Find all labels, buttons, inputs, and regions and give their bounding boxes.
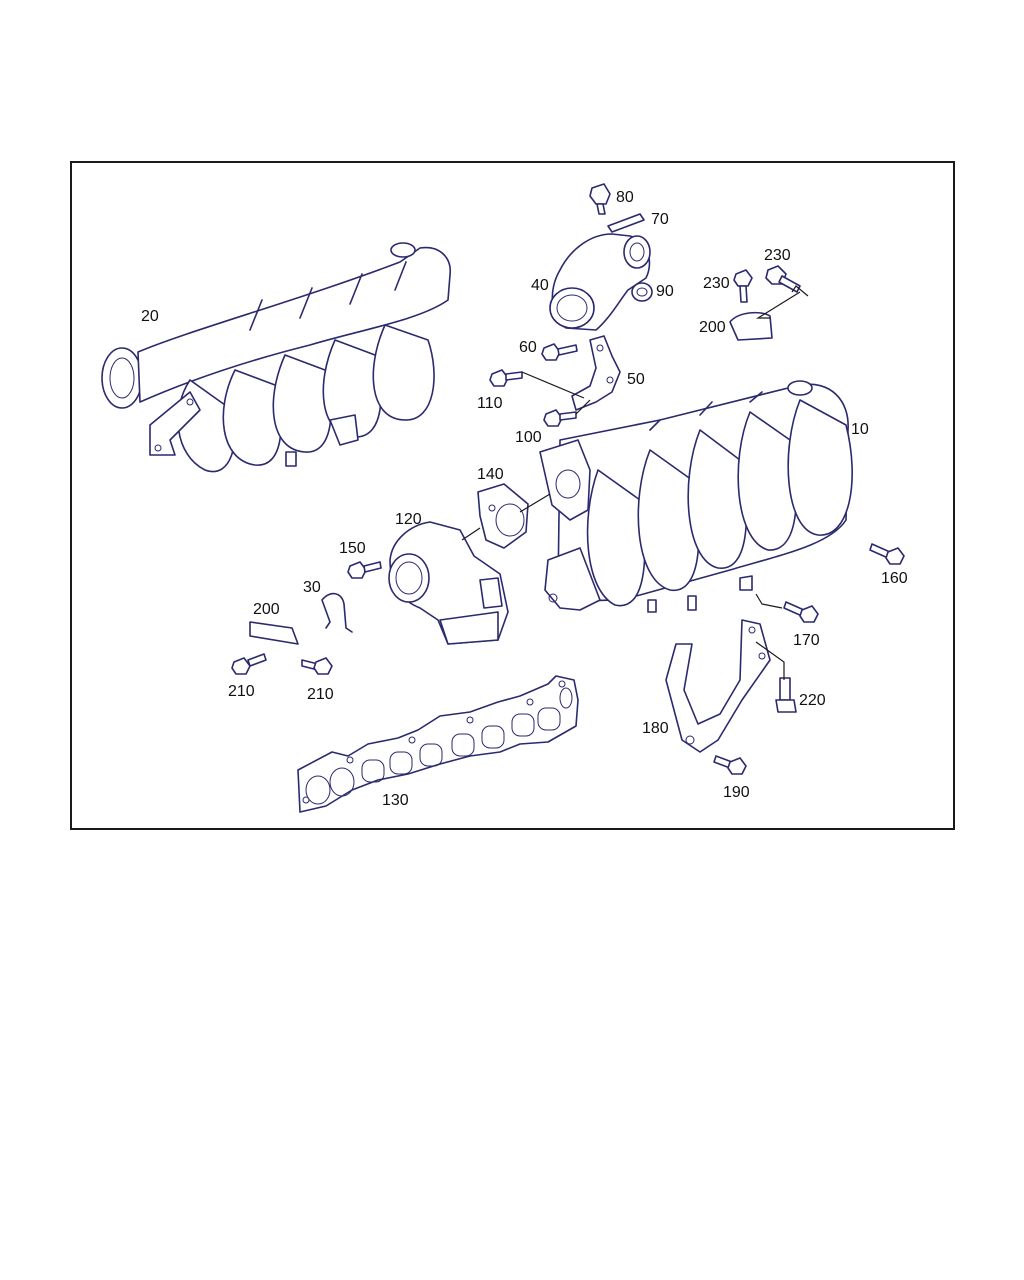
part-140-gasket [477,483,529,549]
label-180: 180 [642,720,669,737]
label-20: 20 [141,308,159,325]
part-210-bolt-a [231,653,267,675]
callout-labels: 20 80 70 40 90 230 230 200 60 50 110 100… [141,189,908,809]
part-200-clamp-upper [729,311,773,341]
part-100-bolt [543,409,577,427]
leader-lines [461,285,809,680]
label-220: 220 [799,692,826,709]
label-200-upper: 200 [699,319,726,336]
part-90-plug [631,282,653,302]
diagram-frame [70,161,955,830]
part-230-bolt-a [733,269,753,303]
part-130-manifold-gasket [297,675,579,813]
label-80: 80 [616,189,634,206]
label-110: 110 [477,395,503,412]
part-190-bolt [713,755,747,775]
label-190: 190 [723,784,750,801]
label-140: 140 [477,466,504,483]
label-50: 50 [627,371,645,388]
label-40: 40 [531,277,549,294]
label-130: 130 [382,792,409,809]
part-20-intake-manifold-left [101,242,451,473]
label-10: 10 [851,421,869,438]
part-40-intake-elbow [549,233,651,331]
part-160-bolt [869,543,905,565]
label-120: 120 [395,511,422,528]
part-50-bracket [571,335,621,411]
label-230-top: 230 [764,247,791,264]
label-170: 170 [793,632,820,649]
part-80-bolt [589,183,611,215]
part-70-seal [607,213,645,233]
label-230-left: 230 [703,275,730,292]
label-210-right: 210 [307,686,334,703]
label-70: 70 [651,211,669,228]
part-210-bolt-b [301,657,333,675]
part-150-bolt [347,561,382,579]
label-100: 100 [515,429,542,446]
label-30: 30 [303,579,321,596]
label-150: 150 [339,540,366,557]
part-120-throttle-housing [388,521,509,645]
part-110-bolt [489,369,523,387]
part-30-clip [321,592,353,633]
label-210-left: 210 [228,683,255,700]
part-60-bolt [541,343,578,361]
label-90: 90 [656,283,674,300]
part-200-clamp-lower [249,621,299,645]
label-60: 60 [519,339,537,356]
part-220-stud [775,677,797,713]
part-170-bolt [783,601,819,623]
part-10-intake-manifold-right [539,380,853,613]
part-180-support-bracket [665,619,771,753]
label-160: 160 [881,570,908,587]
label-200-lower: 200 [253,601,280,618]
